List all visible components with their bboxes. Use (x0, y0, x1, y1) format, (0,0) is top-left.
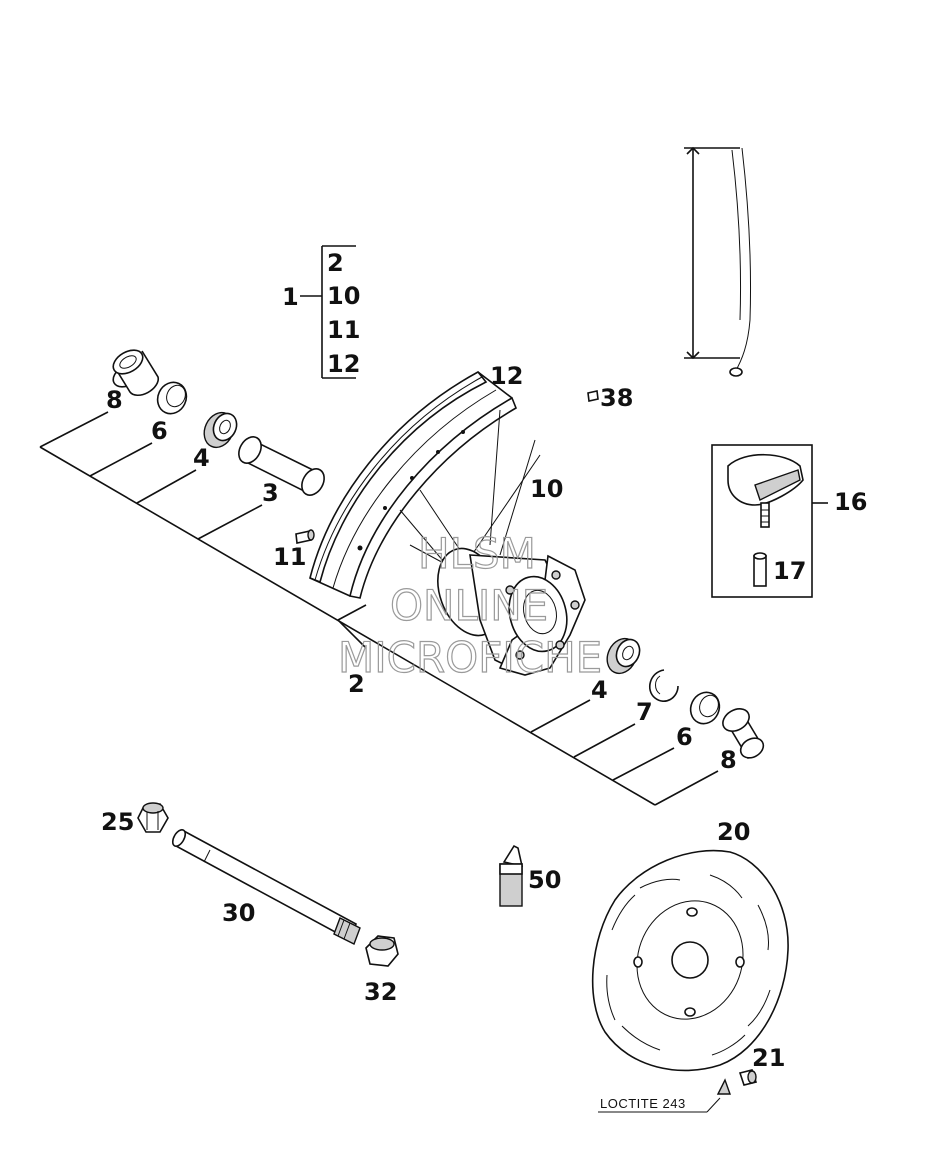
axle-nut-25 (137, 802, 169, 833)
wheel-axle-30 (171, 828, 361, 945)
label-17: 17 (773, 557, 806, 585)
tire-valve-box (711, 444, 828, 598)
label-1: 1 (282, 283, 299, 311)
ball-bearing-4-right (606, 637, 641, 675)
plug-38 (587, 390, 599, 402)
label-2: 2 (348, 670, 365, 698)
spacer-bushing-8-left (112, 349, 160, 397)
label-12: 12 (490, 362, 523, 390)
watermark-line-3: MICROFICHE (338, 633, 602, 682)
label-20: 20 (717, 818, 750, 846)
label-6-right: 6 (676, 723, 693, 751)
label-group-10: 10 (327, 282, 360, 310)
label-21: 21 (752, 1044, 785, 1072)
label-group-11: 11 (327, 316, 360, 344)
collar-nut-32 (365, 935, 399, 967)
watermark: HLSM ONLINE MICROFICHE (337, 528, 602, 682)
spacer-bushing-8-right (722, 708, 765, 760)
distance-tube-3 (238, 436, 325, 496)
label-11: 11 (273, 543, 306, 571)
label-group-2: 2 (327, 249, 344, 277)
loctite-note: LOCTITE 243 (598, 1096, 721, 1113)
label-32: 32 (364, 978, 397, 1006)
spoke-nipple-11 (295, 529, 315, 544)
group-bracket: 1 2 10 11 12 (282, 245, 360, 379)
label-4-left: 4 (193, 444, 210, 472)
label-7: 7 (636, 698, 653, 726)
label-16: 16 (834, 488, 867, 516)
label-38: 38 (600, 384, 633, 412)
brake-disc-20 (591, 849, 789, 1072)
wheel-hub-2 (437, 547, 586, 676)
watermark-line-2: ONLINE (390, 581, 548, 630)
label-6-left: 6 (151, 417, 168, 445)
assembly-axis (39, 411, 719, 806)
label-30: 30 (222, 899, 255, 927)
loctite-label: LOCTITE 243 (600, 1096, 686, 1111)
label-50: 50 (528, 866, 561, 894)
label-group-12: 12 (327, 350, 360, 378)
label-8-left: 8 (106, 386, 123, 414)
disc-screw-21 (716, 1069, 758, 1095)
circlip-7 (648, 669, 679, 702)
label-25: 25 (101, 808, 134, 836)
label-4-right: 4 (591, 676, 608, 704)
grease-tube-50 (499, 844, 524, 907)
tire-profile (684, 146, 752, 377)
ball-bearing-4-left (203, 411, 238, 449)
watermark-line-1: HLSM (418, 529, 536, 578)
label-3: 3 (262, 479, 279, 507)
shaft-seal-6-right (689, 691, 721, 725)
label-10: 10 (530, 475, 563, 503)
label-8-right: 8 (720, 746, 737, 774)
shaft-seal-6-left (156, 381, 188, 415)
